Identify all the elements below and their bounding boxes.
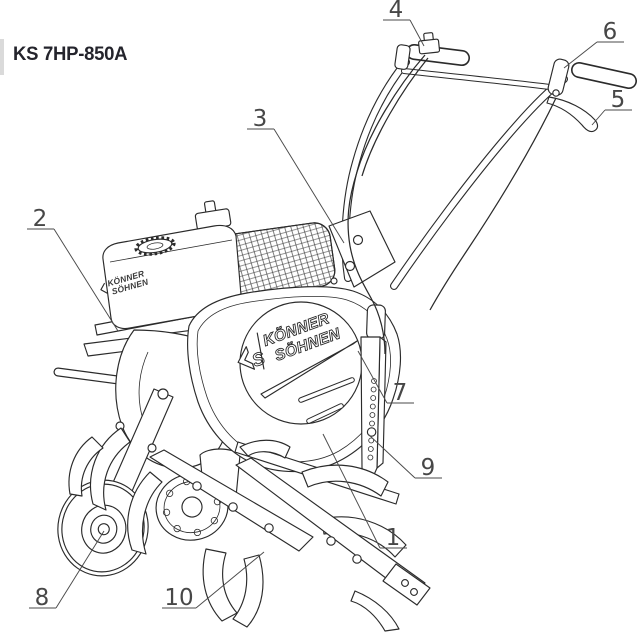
- callout-label: 4: [389, 0, 404, 23]
- leader-line: [563, 41, 598, 69]
- callout-8: 8: [29, 530, 105, 611]
- leader-line: [322, 433, 381, 549]
- tine-assembly: [68, 427, 431, 632]
- callout-1: 1: [322, 433, 407, 551]
- leader-line: [195, 551, 265, 609]
- callout-label: 6: [603, 19, 618, 45]
- cover-stripes: [260, 340, 358, 424]
- callout-6: 6: [563, 19, 624, 69]
- tiller-blade: [301, 464, 389, 497]
- callout-label: 7: [393, 380, 408, 406]
- callout-2: 2: [27, 206, 119, 332]
- leader-line: [409, 19, 425, 47]
- leader-line: [591, 109, 606, 126]
- fuel-cap: [134, 236, 176, 256]
- depth-stake-holes: [366, 378, 377, 461]
- tiller-blade: [350, 590, 400, 632]
- control-cables: [347, 54, 557, 355]
- depth-stake: [360, 304, 387, 487]
- leader-line: [357, 350, 388, 404]
- callout-label: 3: [253, 106, 268, 132]
- clutch-lever: [546, 96, 599, 133]
- handlebar-mount-bracket: [328, 210, 396, 288]
- tine-axle-bars: [149, 449, 431, 606]
- callout-3: 3: [247, 106, 345, 244]
- callout-10: 10: [162, 551, 265, 611]
- callout-label: 9: [421, 455, 436, 481]
- right-grip: [571, 62, 637, 89]
- page-title: KS 7HP-850A: [13, 43, 128, 65]
- callout-label: 5: [611, 87, 626, 113]
- callout-7: 7: [357, 350, 414, 406]
- depth-pin: [366, 427, 377, 437]
- callout-4: 4: [383, 0, 425, 47]
- leader-line: [367, 433, 416, 479]
- leader-line: [53, 228, 119, 332]
- tiller-blade: [232, 554, 264, 628]
- leader-line: [55, 530, 105, 609]
- tiller-blade: [68, 436, 104, 497]
- muffler: [202, 222, 336, 305]
- engine-vent-box: [194, 200, 232, 231]
- callout-label: 1: [386, 525, 401, 551]
- throttle-control: [418, 32, 441, 55]
- title-edge-strip: [0, 39, 4, 75]
- tiller-blade: [202, 548, 238, 622]
- belt-cover: S KÖNNER SÖHNEN: [187, 286, 402, 473]
- leader-line: [273, 128, 345, 244]
- wheel-hub-bolt: [97, 523, 110, 536]
- callout-label: 10: [164, 585, 193, 611]
- logo-arrow-mark: [237, 346, 256, 370]
- steering-clamp: [547, 58, 570, 97]
- callout-label: 8: [35, 585, 50, 611]
- grip-clamp: [394, 44, 411, 70]
- callout-9: 9: [367, 433, 442, 481]
- tiller-blade: [239, 439, 291, 459]
- callout-label: 2: [33, 206, 48, 232]
- tiller-blade: [127, 471, 163, 555]
- callouts: 1 2 3 4 5: [27, 0, 632, 611]
- callout-5: 5: [591, 87, 632, 126]
